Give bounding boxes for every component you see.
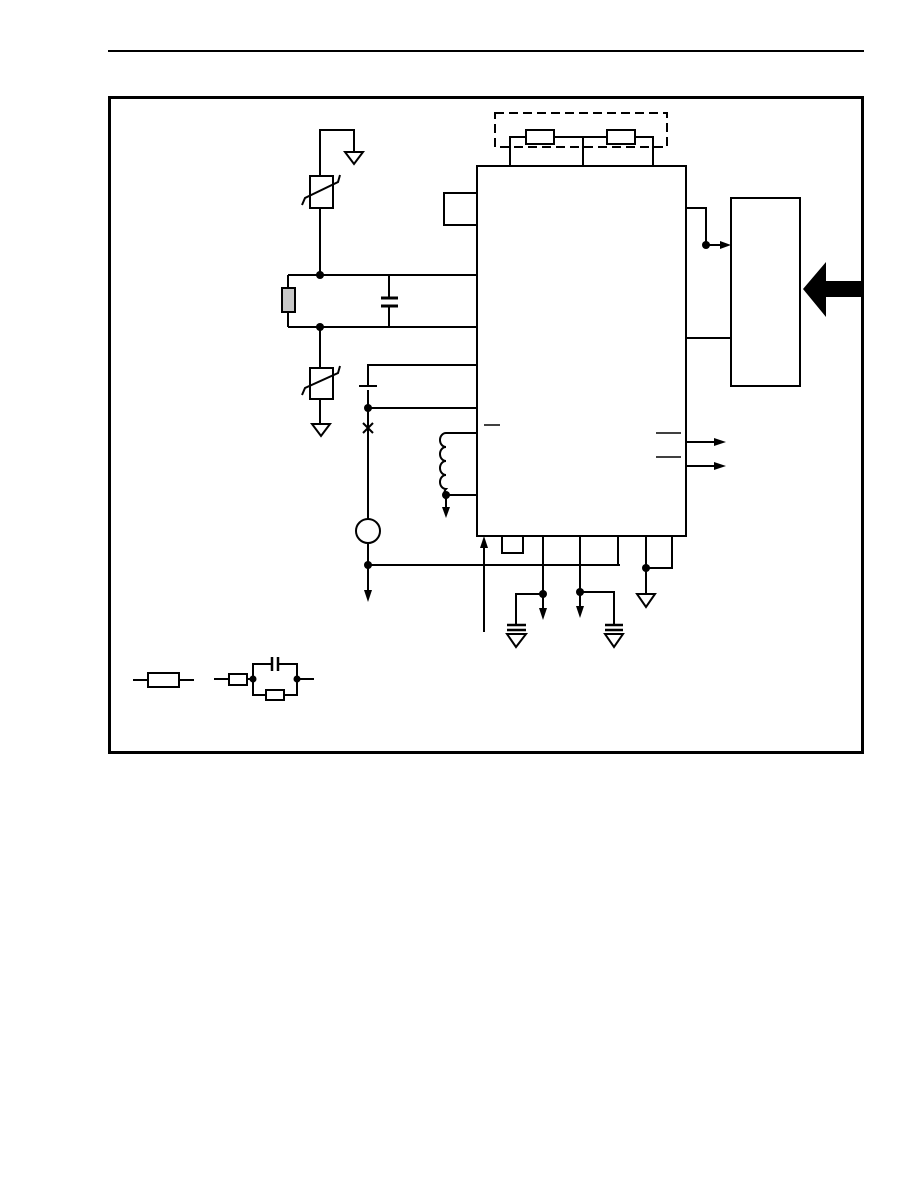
ground-icon-top: [343, 151, 365, 166]
dashed-resistor-group: [494, 112, 668, 166]
external-input-arrow-icon: [803, 262, 861, 317]
up-arrow-icon: [480, 536, 488, 548]
varistor-top: [309, 175, 334, 209]
arrow-icon: [720, 241, 731, 249]
ic-block: [476, 165, 687, 537]
ground-icon-bottom-mid: [603, 633, 625, 649]
inductor-coil: [439, 432, 449, 500]
resistor-top-right: [606, 129, 636, 145]
source-circle: [355, 518, 381, 544]
down-arrow-icon-coil: [442, 507, 450, 518]
legend-resistor-symbol: [133, 672, 194, 688]
varistor-bottom: [309, 367, 334, 400]
resistor-shaded: [281, 287, 296, 313]
page-header-rule: [108, 50, 864, 52]
ic-pin-box: [443, 192, 477, 226]
resistor-top-left: [525, 129, 555, 145]
ground-icon-bottom-right: [635, 593, 657, 609]
down-arrow-icon-source: [364, 590, 372, 602]
output-arrows: [686, 438, 726, 470]
module-block: [730, 197, 801, 387]
ic-bottom-pin-box: [501, 536, 524, 554]
ground-icon-left: [310, 423, 332, 438]
legend-rc-network-symbol: [214, 657, 314, 701]
ground-icon-bottom-left: [505, 633, 529, 649]
